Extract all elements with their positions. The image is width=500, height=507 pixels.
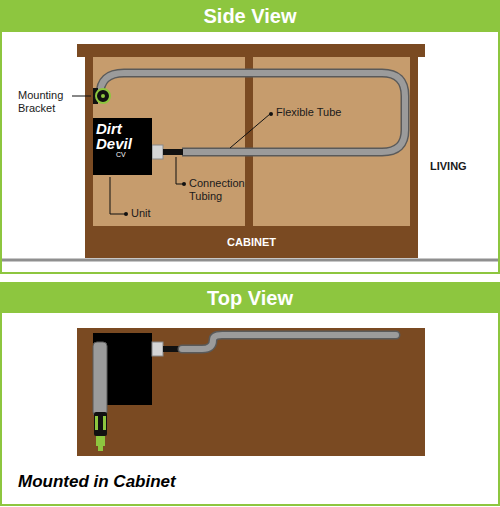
power-plug xyxy=(94,412,107,436)
caption: Mounted in Cabinet xyxy=(18,472,176,492)
power-plug xyxy=(95,416,98,430)
node-text: Side View xyxy=(203,5,296,28)
leader-dot xyxy=(182,182,186,186)
leader-line xyxy=(230,114,270,148)
power-plug xyxy=(103,416,106,430)
cabinet-base: CABINET xyxy=(85,226,418,258)
flexible-tube xyxy=(182,335,396,349)
cabinet-top xyxy=(77,44,425,57)
cabinet-top-view xyxy=(77,328,425,456)
cabinet-interior xyxy=(253,57,410,226)
power-plug xyxy=(96,436,105,446)
leader-dot xyxy=(124,212,128,216)
floor-line xyxy=(2,259,498,262)
node-subtext: CV xyxy=(96,151,126,159)
leader-line xyxy=(110,177,126,214)
node-text: CABINET xyxy=(227,236,276,248)
node-text: Dirt Devil xyxy=(96,121,149,151)
power-plug xyxy=(98,446,103,451)
hose-top-view xyxy=(93,342,107,416)
mounting-bracket xyxy=(96,89,110,103)
node-text: Top View xyxy=(207,287,293,310)
leader-line xyxy=(176,157,184,184)
flexible-tube xyxy=(182,335,396,349)
connection-tubing xyxy=(163,149,183,155)
part-label: Mounting Bracket xyxy=(18,89,72,115)
view-band: Side View xyxy=(0,0,500,32)
unit-box: Dirt DevilCV xyxy=(93,118,152,175)
room-label: LIVING xyxy=(430,160,490,173)
part-label: Connection Tubing xyxy=(189,177,253,203)
fitting xyxy=(152,145,163,159)
panel-outline xyxy=(1,1,499,273)
view-band: Top View xyxy=(0,283,500,313)
leader-line xyxy=(72,96,91,97)
panel-outline xyxy=(1,283,499,505)
mounting-bracket xyxy=(101,94,105,98)
fitting xyxy=(152,342,163,356)
part-label: Flexible Tube xyxy=(276,106,366,119)
cabinet-frame xyxy=(85,57,418,258)
part-label: Unit xyxy=(131,207,181,220)
